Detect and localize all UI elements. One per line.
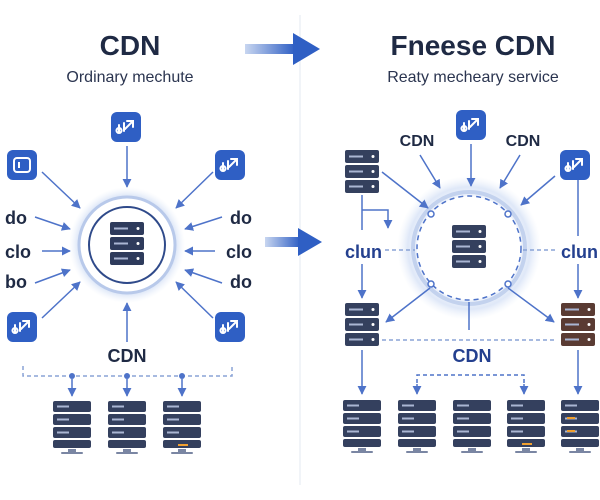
connection-arrow	[175, 171, 214, 209]
connection-arrow	[385, 287, 431, 323]
connection-arrow	[184, 268, 223, 284]
server-stack-icon	[561, 400, 599, 453]
connection-arrow	[175, 281, 214, 319]
left-hub-server-icon	[110, 222, 144, 265]
server-icon	[345, 150, 379, 193]
server-stack-icon	[53, 401, 91, 454]
server-stack-icon	[163, 401, 201, 454]
left-title: CDN	[100, 30, 161, 61]
app-share-icon	[559, 149, 591, 181]
connection-arrow	[520, 175, 556, 206]
connection-arrow	[41, 171, 81, 209]
right-top-label-1: CDN	[400, 133, 435, 150]
connection-arrow	[34, 216, 71, 231]
distribution-line	[416, 374, 525, 390]
left-subtitle: Ordinary mechute	[66, 69, 193, 86]
side-label-right-2: clo	[226, 242, 252, 262]
right-middle-label: CDN	[453, 346, 492, 366]
right-hub-server-icon	[452, 225, 486, 268]
app-share-icon	[6, 311, 38, 343]
app-share-icon	[455, 109, 487, 141]
side-label-left-2: clo	[5, 242, 31, 262]
connection-arrow	[362, 209, 393, 229]
right-top-label-2: CDN	[506, 133, 541, 150]
connection-arrow	[499, 154, 521, 189]
right-panel: CDN CDN clun clun CDN	[343, 109, 599, 453]
connection-arrow	[507, 287, 555, 323]
left-bottom-label: CDN	[108, 346, 147, 366]
side-label-right: clun	[561, 242, 598, 262]
app-window-icon	[7, 150, 37, 180]
server-stack-icon	[453, 400, 491, 453]
server-icon	[561, 303, 595, 346]
left-panel: do clo bo do clo do CDN	[5, 111, 252, 454]
app-share-icon	[214, 149, 246, 181]
connection-arrow	[381, 171, 429, 209]
app-share-icon	[110, 111, 142, 143]
side-label-left-3: bo	[5, 272, 27, 292]
app-share-icon	[214, 311, 246, 343]
side-label-left: clun	[345, 242, 382, 262]
middle-transition-arrow	[265, 228, 322, 256]
server-stack-icon	[108, 401, 146, 454]
side-label-right-1: do	[230, 208, 252, 228]
right-subtitle: Reaty mecheary service	[387, 69, 559, 86]
server-stack-icon	[343, 400, 381, 453]
server-stack-icon	[507, 400, 545, 453]
connection-arrow	[419, 154, 441, 189]
right-title: Fneese CDN	[391, 30, 556, 61]
connection-arrow	[41, 281, 81, 319]
connection-arrow	[34, 268, 71, 284]
top-transition-arrow	[245, 33, 320, 65]
server-stack-icon	[398, 400, 436, 453]
server-icon	[345, 303, 379, 346]
side-label-right-3: do	[230, 272, 252, 292]
connection-arrow	[184, 216, 223, 231]
side-label-left-1: do	[5, 208, 27, 228]
